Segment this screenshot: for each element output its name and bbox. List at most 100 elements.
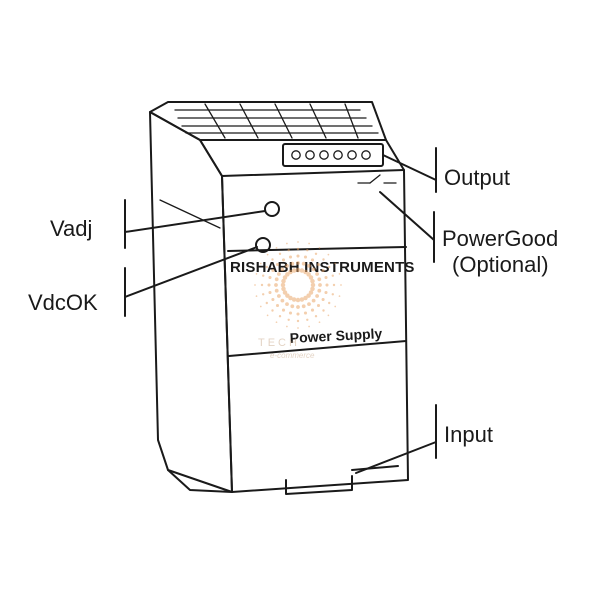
watermark-dot bbox=[290, 304, 295, 309]
watermark-sunburst bbox=[254, 241, 342, 329]
watermark-dot bbox=[317, 288, 322, 293]
vadj-label: Vadj bbox=[50, 216, 92, 241]
watermark-dot bbox=[288, 295, 293, 301]
watermark-dot bbox=[310, 308, 315, 312]
watermark-dot bbox=[296, 247, 300, 251]
watermark-dot bbox=[262, 274, 265, 277]
watermark-dot bbox=[287, 249, 290, 252]
watermark-dot bbox=[306, 272, 311, 277]
watermark: TECH e-commerce bbox=[254, 241, 342, 360]
watermark-dot bbox=[316, 303, 321, 308]
watermark-dot bbox=[338, 295, 341, 297]
watermark-dot bbox=[281, 308, 286, 312]
watermark-dot bbox=[308, 242, 310, 245]
terminal-housing bbox=[282, 143, 384, 167]
power-good-leader bbox=[379, 191, 435, 241]
watermark-dot bbox=[308, 290, 314, 295]
vdcok-led bbox=[255, 237, 271, 253]
watermark-dot bbox=[278, 252, 282, 255]
device-side-face bbox=[149, 111, 233, 493]
output-terminal-block bbox=[282, 143, 384, 167]
watermark-dot bbox=[274, 283, 278, 287]
watermark-dot bbox=[265, 265, 268, 269]
watermark-dot bbox=[266, 314, 269, 317]
watermark-dot bbox=[275, 246, 278, 249]
output-label: Output bbox=[444, 165, 510, 190]
watermark-dot bbox=[327, 253, 330, 256]
watermark-dot bbox=[287, 318, 290, 321]
watermark-dot bbox=[310, 282, 316, 288]
watermark-dot bbox=[306, 249, 309, 252]
watermark-dot bbox=[311, 298, 316, 303]
watermark-dot bbox=[303, 269, 308, 275]
watermark-dot bbox=[274, 288, 279, 293]
terminal-screw bbox=[305, 150, 315, 160]
watermark-dot bbox=[271, 268, 275, 273]
watermark-dot bbox=[260, 283, 264, 287]
brand-label: RISHABH INSTRUMENTS bbox=[230, 259, 415, 276]
relay-contact-symbol bbox=[357, 174, 397, 184]
watermark-dot bbox=[281, 258, 286, 262]
watermark-dot bbox=[299, 268, 305, 273]
watermark-dot bbox=[254, 284, 256, 286]
watermark-dot bbox=[308, 275, 314, 280]
device-type-label: Power Supply bbox=[289, 325, 382, 346]
watermark-dot bbox=[301, 304, 306, 309]
watermark-dot bbox=[307, 264, 311, 268]
watermark-dot bbox=[331, 293, 334, 296]
watermark-dot bbox=[275, 303, 280, 308]
input-terminal-block bbox=[285, 475, 353, 495]
watermark-dot bbox=[277, 272, 281, 276]
watermark-dot bbox=[297, 327, 299, 329]
watermark-subtext: e-commerce bbox=[270, 351, 315, 360]
watermark-dot bbox=[259, 262, 262, 265]
watermark-dot bbox=[268, 275, 272, 280]
watermark-dot bbox=[306, 318, 309, 321]
terminal-screw bbox=[291, 150, 301, 160]
watermark-dot bbox=[327, 314, 330, 317]
watermark-dot bbox=[274, 277, 279, 282]
label-band-bottom bbox=[228, 340, 407, 357]
vadj-potentiometer bbox=[264, 201, 280, 217]
watermark-dot bbox=[268, 290, 272, 295]
watermark-text: TECH bbox=[258, 337, 300, 349]
watermark-dot bbox=[328, 265, 331, 269]
watermark-dot bbox=[307, 302, 311, 306]
watermark-dot bbox=[310, 286, 315, 292]
watermark-dot bbox=[275, 262, 280, 267]
watermark-dot bbox=[291, 268, 297, 273]
watermark-dot bbox=[290, 261, 295, 266]
watermark-dot bbox=[288, 311, 293, 315]
watermark-dot bbox=[285, 302, 289, 306]
watermark-dot bbox=[311, 267, 316, 272]
watermark-dot bbox=[296, 261, 300, 265]
terminal-screw bbox=[333, 150, 343, 160]
watermark-dot bbox=[310, 258, 315, 262]
watermark-dot bbox=[314, 315, 318, 318]
watermark-dot bbox=[285, 293, 290, 298]
watermark-dot bbox=[275, 321, 278, 324]
watermark-dot bbox=[255, 295, 258, 297]
watermark-dot bbox=[278, 315, 282, 318]
heat-sink-fins bbox=[174, 103, 379, 139]
watermark-dot bbox=[318, 246, 321, 249]
watermark-dot bbox=[297, 241, 299, 243]
watermark-dot bbox=[280, 267, 285, 272]
device-front-face bbox=[199, 139, 409, 493]
watermark-dot bbox=[316, 262, 321, 267]
watermark-dot bbox=[266, 253, 269, 256]
terminal-screw bbox=[319, 150, 329, 160]
watermark-dot bbox=[322, 258, 325, 261]
watermark-dot bbox=[295, 297, 301, 303]
watermark-dot bbox=[303, 255, 308, 259]
watermark-dot bbox=[318, 283, 322, 287]
watermark-dot bbox=[271, 297, 275, 302]
device-base-left bbox=[167, 469, 233, 493]
watermark-dot bbox=[286, 242, 288, 245]
watermark-dot bbox=[303, 311, 308, 315]
watermark-dot bbox=[291, 297, 297, 302]
watermark-dot bbox=[303, 295, 308, 301]
callout-labels: Output Vadj PowerGood (Optional) VdcOK I… bbox=[28, 165, 558, 447]
label-band-top bbox=[227, 246, 407, 252]
